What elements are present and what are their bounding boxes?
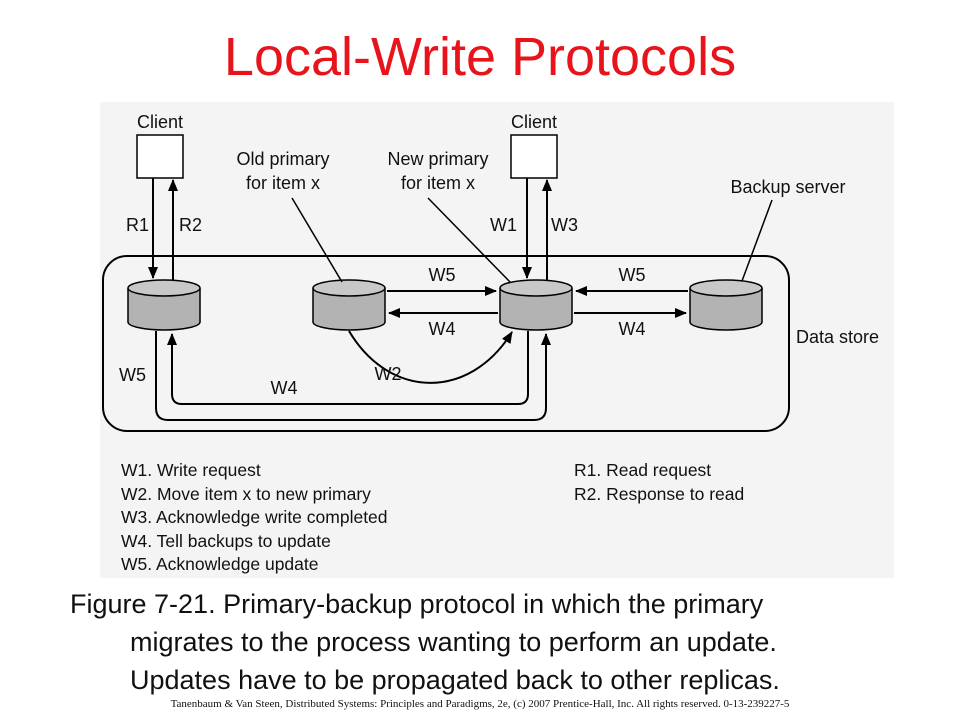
backup-server-pointer [741, 199, 773, 282]
client-right-label: Client [511, 112, 557, 132]
caption-line: migrates to the process wanting to perfo… [130, 627, 777, 657]
backup-server-label: Backup server [730, 177, 845, 197]
edge-label-w5-top-right: W5 [619, 265, 646, 285]
old-primary-pointer [291, 197, 343, 283]
w5-loop-arrow [155, 331, 551, 421]
edge-label-r2: R2 [179, 215, 202, 235]
edge-label-w3: W3 [551, 215, 578, 235]
w4-loop-arrow [167, 331, 529, 405]
edge-label-r1: R1 [126, 215, 149, 235]
client-left-label: Client [137, 112, 183, 132]
replica-backup [689, 279, 763, 331]
replica-new-primary [499, 279, 573, 331]
new-primary-pointer [427, 197, 511, 283]
caption-line: Updates have to be propagated back to ot… [130, 665, 780, 695]
copyright-credit: Tanenbaum & Van Steen, Distributed Syste… [170, 698, 790, 710]
legend-right: R1. Read request R2. Response to read [574, 459, 744, 506]
slide-title: Local-Write Protocols [223, 27, 737, 87]
old-primary-label-line2: for item x [246, 173, 320, 193]
figure-panel [100, 102, 894, 578]
data-store-label: Data store [796, 327, 879, 347]
edge-label-w1: W1 [490, 215, 517, 235]
legend-item: W3. Acknowledge write completed [121, 507, 388, 527]
edge-label-w4-bottom: W4 [271, 378, 298, 398]
figure-caption: Figure 7-21. Primary-backup protocol in … [70, 585, 780, 699]
caption-line: Figure 7-21. Primary-backup protocol in … [70, 589, 764, 619]
edge-label-w2: W2 [375, 364, 402, 384]
replica-left [127, 279, 201, 331]
legend-left: W1. Write request W2. Move item x to new… [121, 459, 388, 577]
legend-item: W4. Tell backups to update [121, 530, 331, 551]
w2-arrow [348, 330, 513, 384]
client-left-box [136, 134, 184, 179]
edge-label-w5-top-left: W5 [429, 265, 456, 285]
data-store-boundary [102, 255, 790, 432]
client-right-box [510, 134, 558, 179]
legend-item: W2. Move item x to new primary [121, 483, 371, 504]
new-primary-label-line1: New primary [387, 149, 488, 169]
legend-item: R1. Read request [574, 460, 712, 480]
legend-item: W5. Acknowledge update [121, 554, 319, 574]
legend-item: R2. Response to read [574, 483, 745, 504]
edge-label-w4-mid-right: W4 [619, 319, 646, 339]
new-primary-label-line2: for item x [401, 173, 475, 193]
edge-label-w5-bottom-left: W5 [119, 365, 146, 385]
legend-item: W1. Write request [121, 460, 261, 480]
edge-label-w4-mid-left: W4 [429, 319, 456, 339]
replica-old-primary [312, 279, 386, 331]
old-primary-label-line1: Old primary [236, 149, 329, 169]
